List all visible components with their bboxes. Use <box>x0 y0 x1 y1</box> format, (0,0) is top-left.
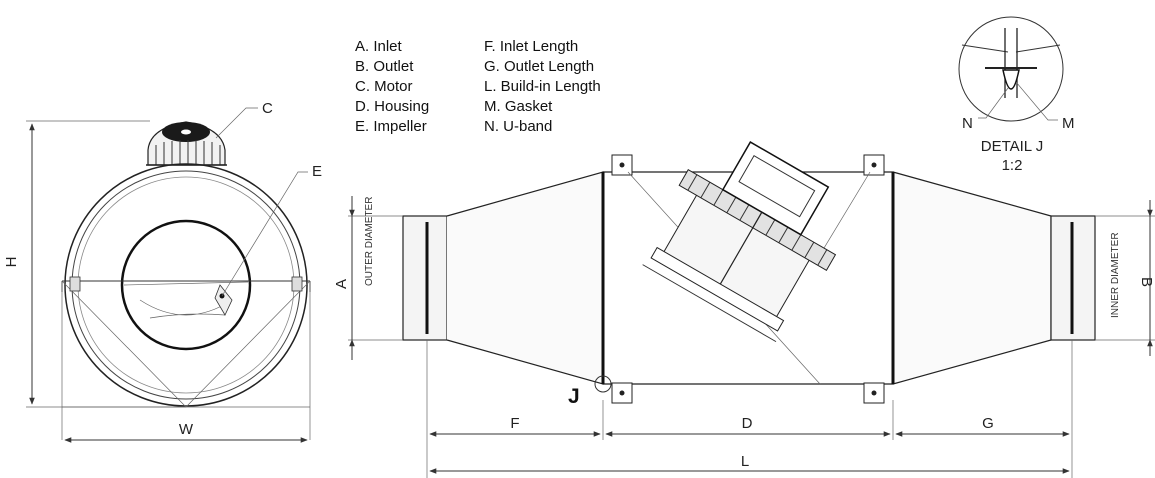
legend-item-inlet-length: F. Inlet Length <box>484 38 578 55</box>
dim-h-label: H <box>3 257 20 268</box>
dim-b-label: B <box>1138 277 1155 287</box>
legend: A. Inlet B. Outlet C. Motor D. Housing E… <box>355 38 601 135</box>
callout-e-label: E <box>312 163 322 180</box>
inlet-ring <box>120 219 252 351</box>
inner-diameter-label: INNER DIAMETER <box>1110 232 1121 318</box>
motor-top <box>146 121 227 166</box>
callout-c-label: C <box>262 100 273 117</box>
dim-a-label: A <box>333 279 350 289</box>
end-view: H W C E <box>3 100 322 443</box>
legend-item-motor: C. Motor <box>355 78 413 95</box>
detail-j: N M DETAIL J 1:2 <box>958 16 1075 174</box>
detail-title: DETAIL J <box>981 138 1044 155</box>
fan-assembly <box>642 141 837 343</box>
callout-m-label: M <box>1062 115 1075 132</box>
dim-d-label: D <box>742 415 753 432</box>
legend-item-u-band: N. U-band <box>484 118 552 135</box>
dim-g-label: G <box>982 415 994 432</box>
outer-diameter-label: OUTER DIAMETER <box>364 197 375 286</box>
dim-f-label: F <box>510 415 519 432</box>
legend-item-outlet: B. Outlet <box>355 58 414 75</box>
dim-w-label: W <box>179 421 194 438</box>
legend-item-inlet: A. Inlet <box>355 38 403 55</box>
legend-item-gasket: M. Gasket <box>484 98 553 115</box>
side-view: OUTER DIAMETER INNER DIAMETER A B J F D … <box>333 141 1155 478</box>
legend-item-build-in-length: L. Build-in Length <box>484 78 601 95</box>
legend-item-outlet-length: G. Outlet Length <box>484 58 594 75</box>
housing-outer <box>64 163 308 407</box>
callout-n-label: N <box>962 115 973 132</box>
detail-scale: 1:2 <box>1002 157 1023 174</box>
inlet-section <box>402 215 448 341</box>
legend-item-housing: D. Housing <box>355 98 429 115</box>
callout-j-label: J <box>568 385 580 408</box>
legend-item-impeller: E. Impeller <box>355 118 427 135</box>
dim-l-label: L <box>741 453 749 470</box>
